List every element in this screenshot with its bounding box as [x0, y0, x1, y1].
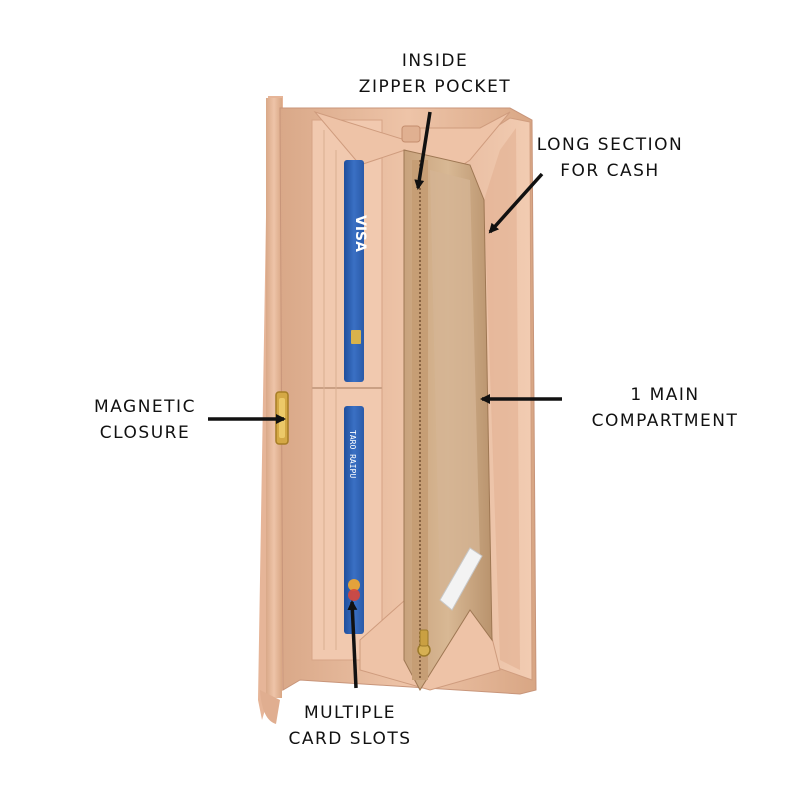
credit-card-bottom: TARO RAIPU: [344, 406, 364, 634]
card-name-text: TARO RAIPU: [348, 430, 357, 478]
wallet-front-flap: [258, 96, 283, 724]
label-cash-section: LONG SECTION FOR CASH: [530, 132, 690, 184]
arrow-card-slots: [347, 600, 358, 689]
arrow-cash-section: [488, 172, 544, 234]
label-zipper-pocket: INSIDE ZIPPER POCKET: [335, 48, 535, 100]
label-main-compartment: 1 MAIN COMPARTMENT: [570, 382, 760, 434]
label-zipper-pocket-line1: INSIDE: [401, 51, 469, 71]
visa-logo-text: VISA: [352, 215, 368, 252]
arrow-zipper-pocket: [414, 111, 432, 190]
label-zipper-pocket-line2: ZIPPER POCKET: [358, 77, 512, 97]
label-main-compartment-line2: COMPARTMENT: [591, 411, 739, 431]
zipper-pocket: [403, 149, 493, 691]
credit-card-top: VISA: [344, 160, 368, 382]
label-magnetic-closure: MAGNETIC CLOSURE: [75, 394, 215, 446]
label-cash-section-line2: FOR CASH: [560, 161, 660, 181]
label-magnetic-closure-line1: MAGNETIC: [94, 397, 196, 417]
label-card-slots: MULTIPLE CARD SLOTS: [275, 700, 425, 752]
label-magnetic-closure-line2: CLOSURE: [99, 423, 191, 443]
label-card-slots-line2: CARD SLOTS: [288, 729, 412, 749]
label-main-compartment-line1: 1 MAIN: [630, 385, 700, 405]
label-cash-section-line1: LONG SECTION: [536, 135, 684, 155]
label-card-slots-line1: MULTIPLE: [303, 703, 397, 723]
